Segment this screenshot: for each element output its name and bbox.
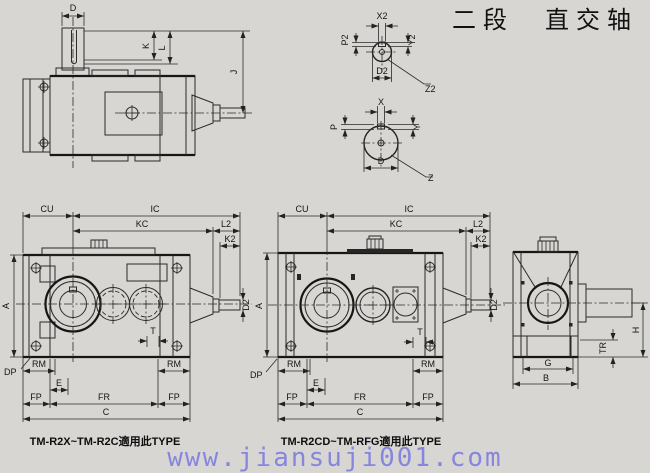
dim-label-y2: Y2 — [407, 34, 417, 45]
dim-label-d2: D2 — [241, 299, 251, 311]
dim-label-k2: K2 — [224, 234, 235, 244]
gearbox-body — [22, 239, 191, 359]
dim-label-dp: DP — [4, 367, 17, 377]
bolt-hole — [38, 137, 50, 149]
dim-label-rm-right: RM — [421, 359, 435, 369]
dim-label-fp-right: FP — [422, 392, 434, 402]
dim-label-g: G — [544, 358, 551, 368]
keyway — [378, 41, 386, 47]
gearbox-body — [22, 69, 196, 162]
output-shaft — [442, 287, 491, 324]
dim-label-kc: KC — [136, 219, 149, 229]
dim-label-dp: DP — [250, 370, 263, 380]
dim-label-l2: L2 — [473, 219, 483, 229]
view-shaft-end-upper: X2 P2 Y2 D2 Z2 — [340, 11, 436, 94]
gearbox-body — [277, 235, 444, 359]
caption-center: TM-R2CD~TM-RFG適用此TYPE — [281, 434, 441, 448]
dim-label-rm-left: RM — [287, 359, 301, 369]
dim-label-fp-left: FP — [286, 392, 298, 402]
bolt-hole — [171, 262, 183, 274]
dim-label-d2: D2 — [376, 66, 388, 76]
bolt-hole — [424, 261, 436, 273]
dimension-lines — [10, 212, 246, 422]
dim-label-l2: L2 — [221, 219, 231, 229]
watermark: www.jiansuji001.com — [167, 443, 502, 473]
dim-label-c: C — [103, 407, 110, 417]
dim-label-rm-right: RM — [167, 359, 181, 369]
dim-label-a: A — [1, 303, 11, 309]
dim-label-d: D — [70, 3, 77, 13]
dimension-lines — [512, 302, 648, 389]
dim-label-fp-right: FP — [168, 392, 180, 402]
dim-label-h: H — [631, 327, 641, 334]
bolt-hole — [38, 81, 50, 93]
view-front-left: CU IC KC L2 K2 A D2 T RM RM E FP FR FP C… — [1, 204, 252, 448]
dim-label-z: Z — [428, 173, 434, 183]
bolt-hole — [285, 261, 297, 273]
dim-label-ic: IC — [405, 204, 415, 214]
view-end-right: H TR G B — [503, 236, 648, 389]
bolt-hole — [30, 262, 42, 274]
dim-label-t: T — [150, 326, 156, 336]
dim-label-k2: K2 — [475, 234, 486, 244]
view-side-top: D K L J — [22, 3, 252, 168]
dim-label-e: E — [313, 378, 319, 388]
bolt-hole — [285, 340, 297, 352]
dim-label-cu: CU — [41, 204, 54, 214]
dim-label-a: A — [254, 303, 264, 309]
dimension-lines — [341, 106, 433, 178]
view-shaft-end-lower: X P Y D Z — [329, 97, 434, 183]
dim-label-ic: IC — [151, 204, 161, 214]
dim-label-p2: P2 — [340, 34, 350, 45]
dim-label-t: T — [417, 327, 423, 337]
dim-label-c: C — [357, 407, 364, 417]
page-title: 二段 直交轴 — [452, 7, 638, 34]
dim-label-kc: KC — [390, 219, 403, 229]
dim-label-k: K — [141, 43, 151, 49]
output-shaft — [189, 287, 241, 324]
dim-label-tr: TR — [598, 342, 608, 354]
dim-label-x2: X2 — [376, 11, 387, 21]
dim-label-j: J — [229, 70, 239, 75]
bolt-hole — [171, 340, 183, 352]
dim-label-fr: FR — [98, 392, 110, 402]
dim-label-p: P — [329, 124, 339, 130]
dim-label-b: B — [543, 373, 549, 383]
dim-label-fp-left: FP — [30, 392, 42, 402]
dim-label-rm-left: RM — [32, 359, 46, 369]
dimension-lines — [352, 23, 431, 85]
dim-label-d2: D2 — [489, 299, 499, 311]
caption-left: TM-R2X~TM-R2C適用此TYPE — [30, 434, 181, 448]
view-front-center: CU IC KC L2 K2 A D2 T RM RM E FP FR FP C… — [250, 204, 505, 448]
dimension-lines — [61, 12, 250, 113]
dim-label-y: Y — [412, 124, 422, 130]
dim-label-cu: CU — [296, 204, 309, 214]
keyway — [377, 123, 385, 130]
bolt-hole — [30, 340, 42, 352]
dim-label-e: E — [56, 378, 62, 388]
dim-label-fr: FR — [354, 392, 366, 402]
dim-label-l: L — [157, 45, 167, 50]
dim-label-d: D — [378, 156, 385, 166]
dim-label-x: X — [378, 97, 384, 107]
dimension-lines — [263, 212, 494, 422]
dim-label-z2: Z2 — [425, 84, 436, 94]
